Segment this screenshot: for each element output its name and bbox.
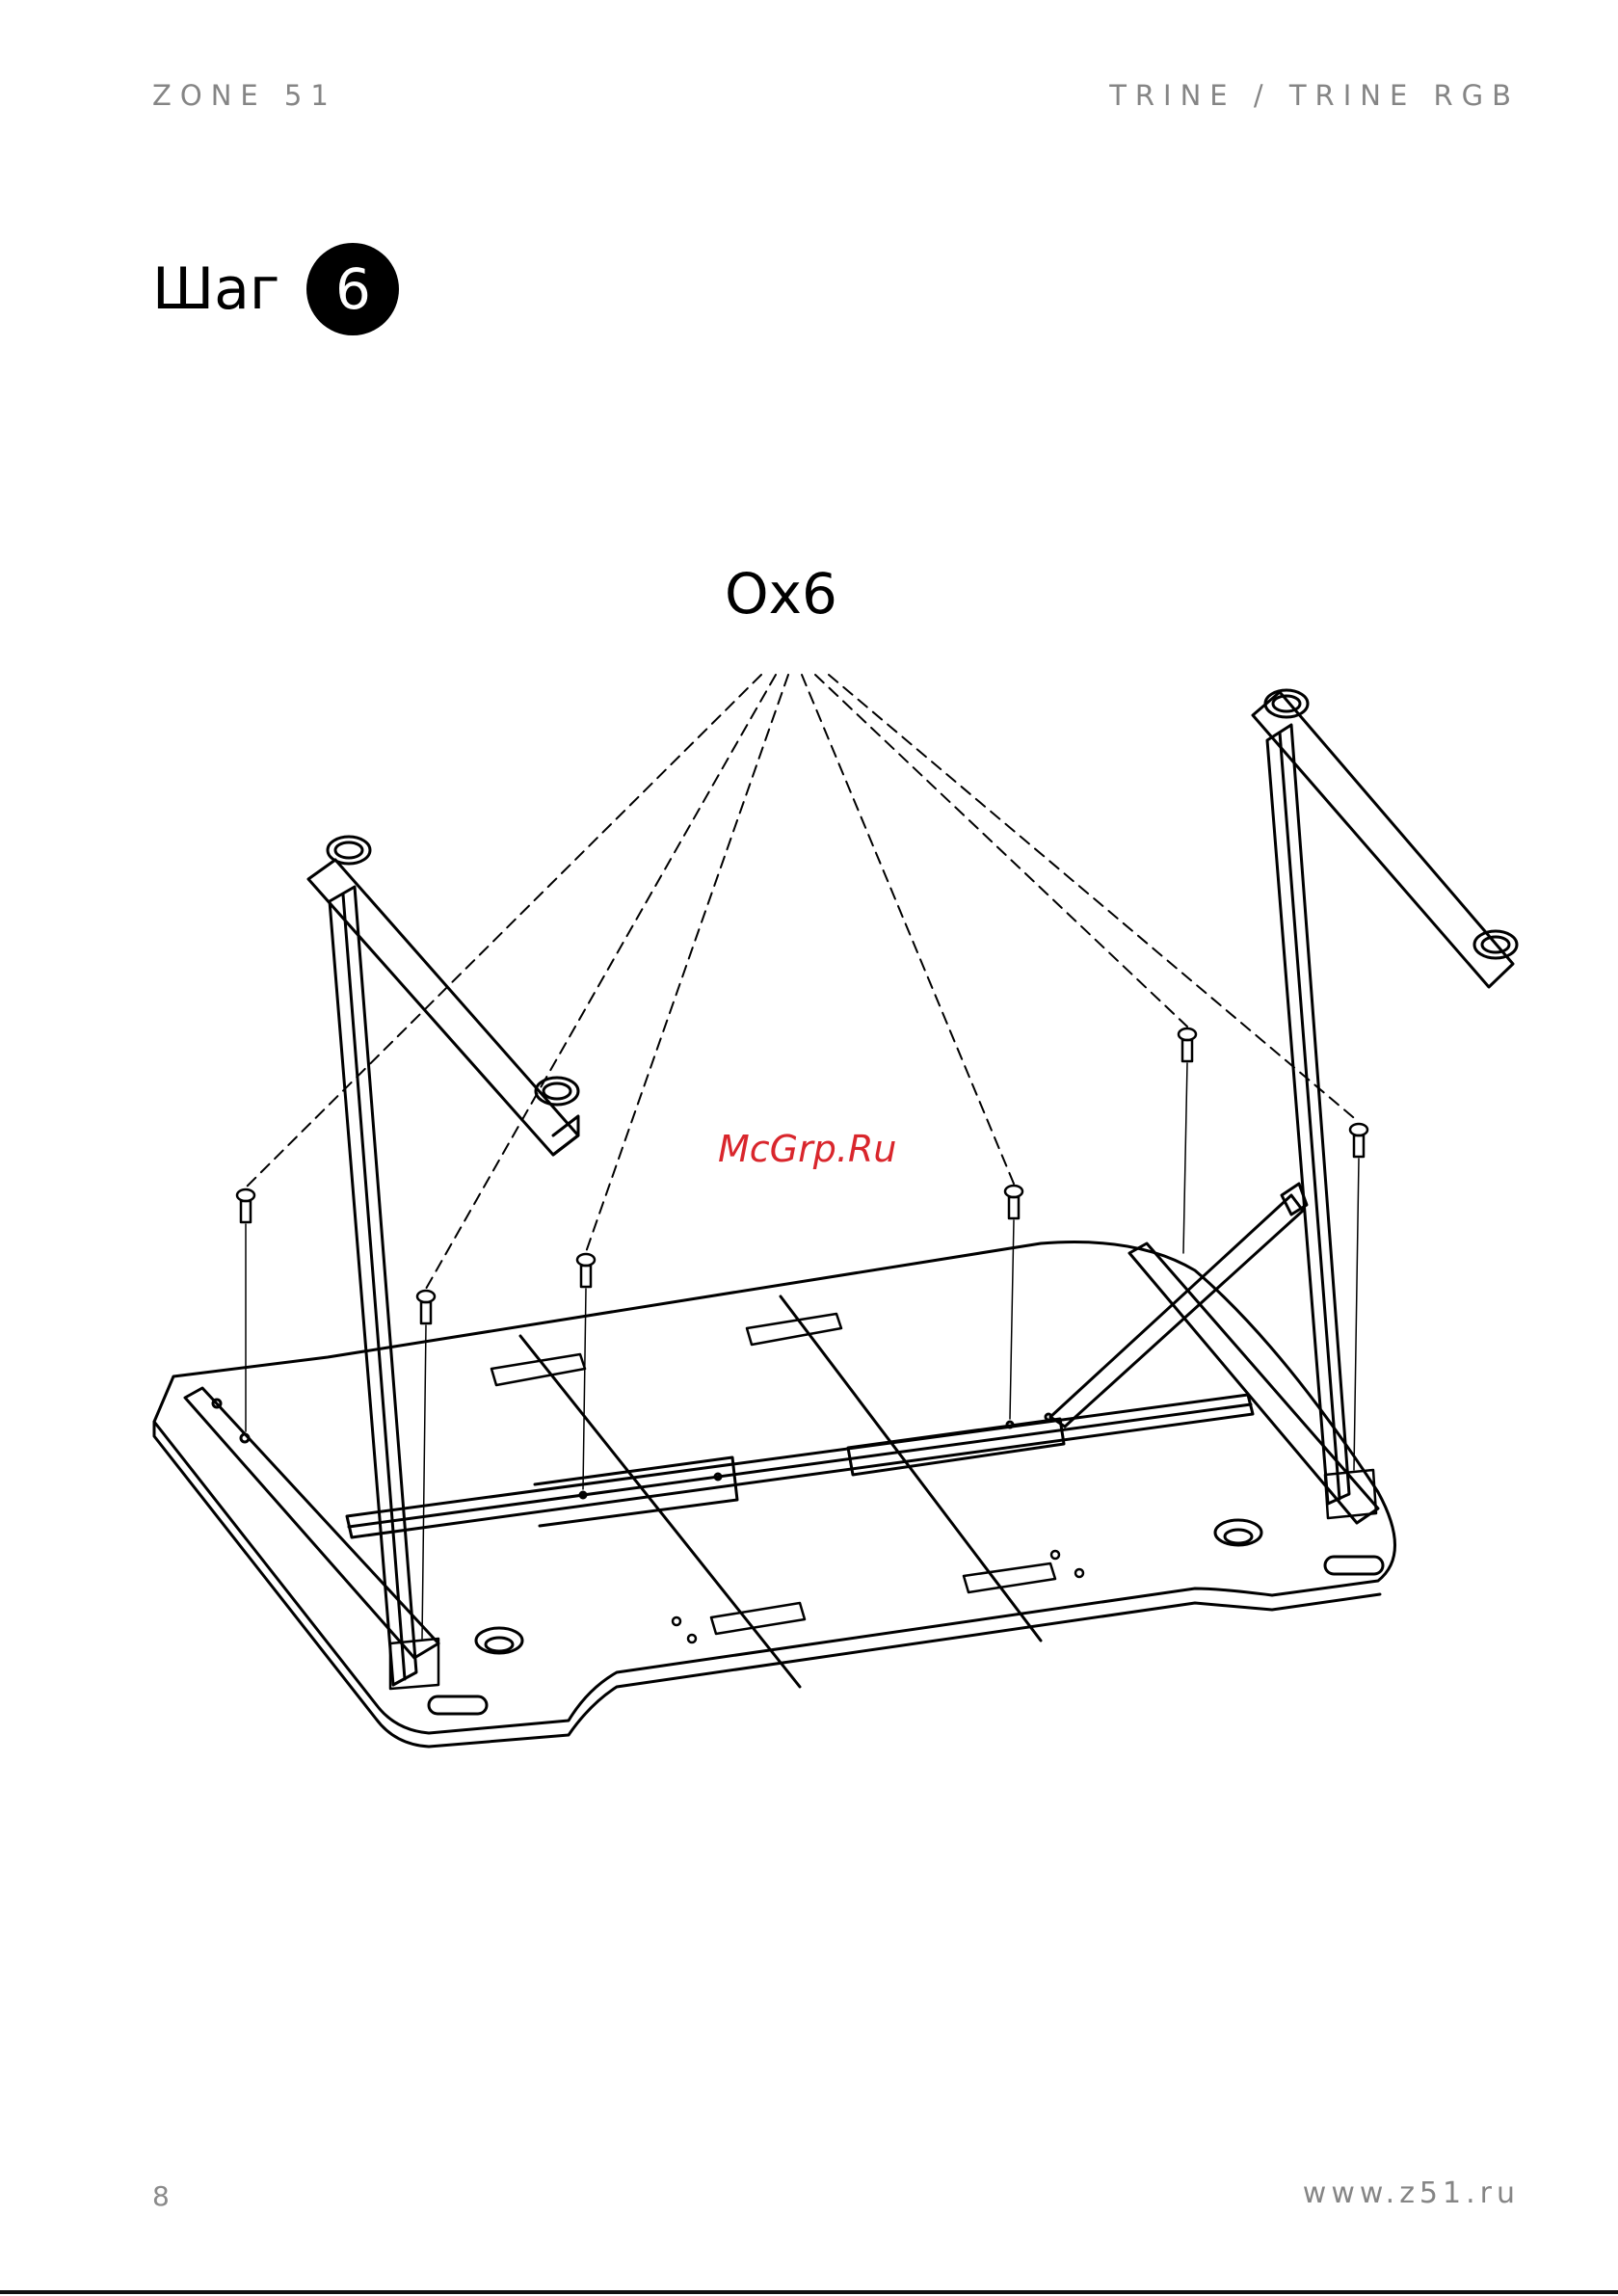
- website-link: www.z51.ru: [1303, 2176, 1520, 2210]
- page-number: 8: [152, 2180, 170, 2212]
- screw: [1350, 1124, 1367, 1470]
- screw: [1179, 1028, 1196, 1253]
- mounting-plates: [491, 1314, 1055, 1634]
- screw: [577, 1254, 595, 1489]
- footer-divider: [0, 2290, 1618, 2294]
- crossbar: [347, 1395, 1253, 1537]
- screw: [237, 1189, 254, 1431]
- left-leg: [185, 837, 578, 1689]
- watermark-text: McGrp.Ru: [718, 1128, 896, 1170]
- leader-lines: [246, 675, 1359, 1289]
- right-leg: [1129, 690, 1517, 1523]
- table-top: [154, 1242, 1395, 1747]
- parts-quantity-label: Ox6: [725, 561, 837, 627]
- diagonal-brace: [1050, 1184, 1307, 1427]
- screw: [1005, 1186, 1022, 1419]
